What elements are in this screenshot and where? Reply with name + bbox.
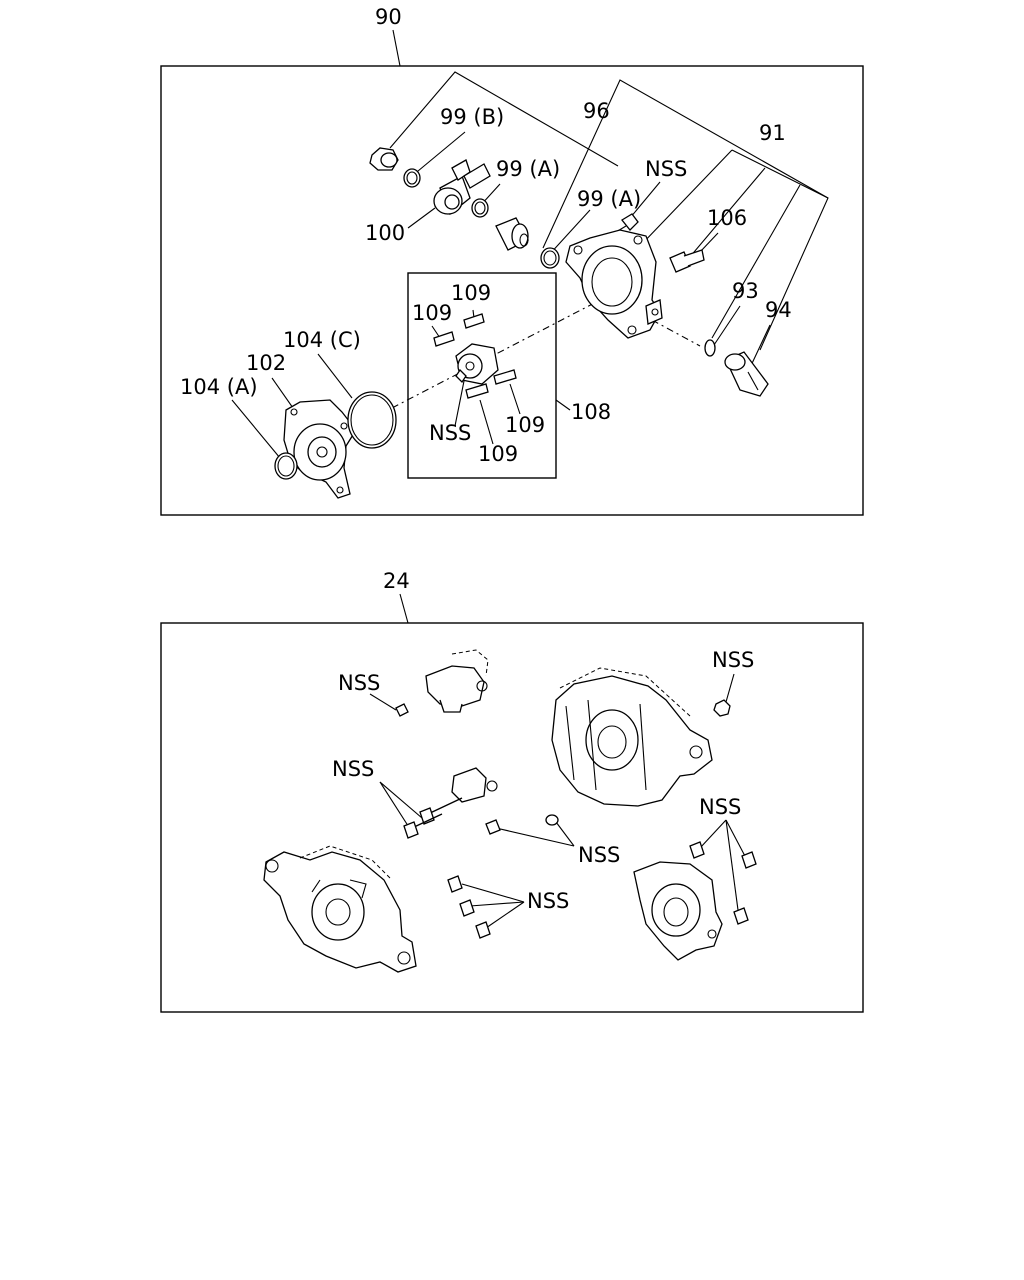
label-91: 91 [759, 121, 786, 145]
vane-109-d [465, 383, 489, 399]
bottom-diagram: 24 NSS NSS NSS NSS NSS NSS [160, 569, 864, 1013]
label-nss-rotor: NSS [429, 421, 471, 445]
bracket-96 [542, 79, 829, 351]
label-108: 108 [571, 400, 611, 424]
bottom-ref-label: 24 [383, 569, 410, 593]
union-bolt-99a [495, 217, 529, 251]
top-diagram: 90 96 91 99 (B) 99 (A) 99 (A) NSS 106 10… [160, 5, 864, 516]
hex-nut-99b [369, 147, 399, 171]
top-ref-label: 90 [375, 5, 402, 29]
screw-nss-4b [741, 851, 757, 869]
o-ring-104c [347, 391, 397, 449]
bolt-nss-top [615, 213, 639, 233]
label-102: 102 [246, 351, 286, 375]
label-nss-bolt: NSS [645, 157, 687, 181]
label-nss-5: NSS [578, 843, 620, 867]
label-109-b: 109 [412, 301, 452, 325]
label-109-c: 109 [505, 413, 545, 437]
vane-109-b [463, 313, 485, 329]
vane-109-c [493, 369, 517, 385]
screw-nss-6b [459, 899, 475, 917]
label-109-d: 109 [478, 442, 518, 466]
connector [451, 767, 498, 803]
front-bracket [263, 845, 417, 973]
end-cover [633, 861, 723, 961]
label-99a-1: 99 (A) [496, 157, 560, 181]
label-99b: 99 (B) [440, 105, 504, 129]
vane-109-a [433, 331, 455, 347]
washer-nss-5 [545, 814, 559, 826]
brush-holder [425, 649, 489, 713]
label-94: 94 [765, 298, 792, 322]
label-nss-2: NSS [712, 648, 754, 672]
screw-nss-4a [689, 841, 705, 859]
label-nss-3: NSS [332, 757, 374, 781]
label-109-a: 109 [451, 281, 491, 305]
label-106: 106 [707, 206, 747, 230]
rotor-kit-box [407, 272, 557, 479]
screw-nss-6a [447, 875, 463, 893]
screw-nss-5 [485, 819, 501, 835]
label-93: 93 [732, 279, 759, 303]
bottom-frame [160, 622, 864, 1013]
label-nss-1: NSS [338, 671, 380, 695]
label-nss-6: NSS [527, 889, 569, 913]
label-104c: 104 (C) [283, 328, 361, 352]
pump-housing-91 [565, 229, 663, 339]
label-nss-4: NSS [699, 795, 741, 819]
rear-housing [551, 667, 713, 807]
washer-93 [704, 339, 716, 357]
screw-nss-6c [475, 921, 491, 939]
screw-nss-4c [733, 907, 749, 925]
label-99a-2: 99 (A) [577, 187, 641, 211]
rotor-108 [455, 343, 499, 385]
label-100: 100 [365, 221, 405, 245]
label-96: 96 [583, 99, 610, 123]
fitting-94 [724, 351, 769, 397]
banjo-fitting-100 [433, 159, 491, 216]
bracket-99 [389, 71, 619, 167]
nut-nss-2 [713, 699, 731, 717]
bolt-106 [669, 249, 705, 273]
cover-plate-102 [283, 399, 357, 499]
screw-nss-1 [395, 703, 409, 717]
top-frame [160, 65, 864, 516]
through-bolt-1 [419, 797, 463, 825]
label-104a: 104 (A) [180, 375, 258, 399]
through-bolt-2 [403, 813, 443, 839]
